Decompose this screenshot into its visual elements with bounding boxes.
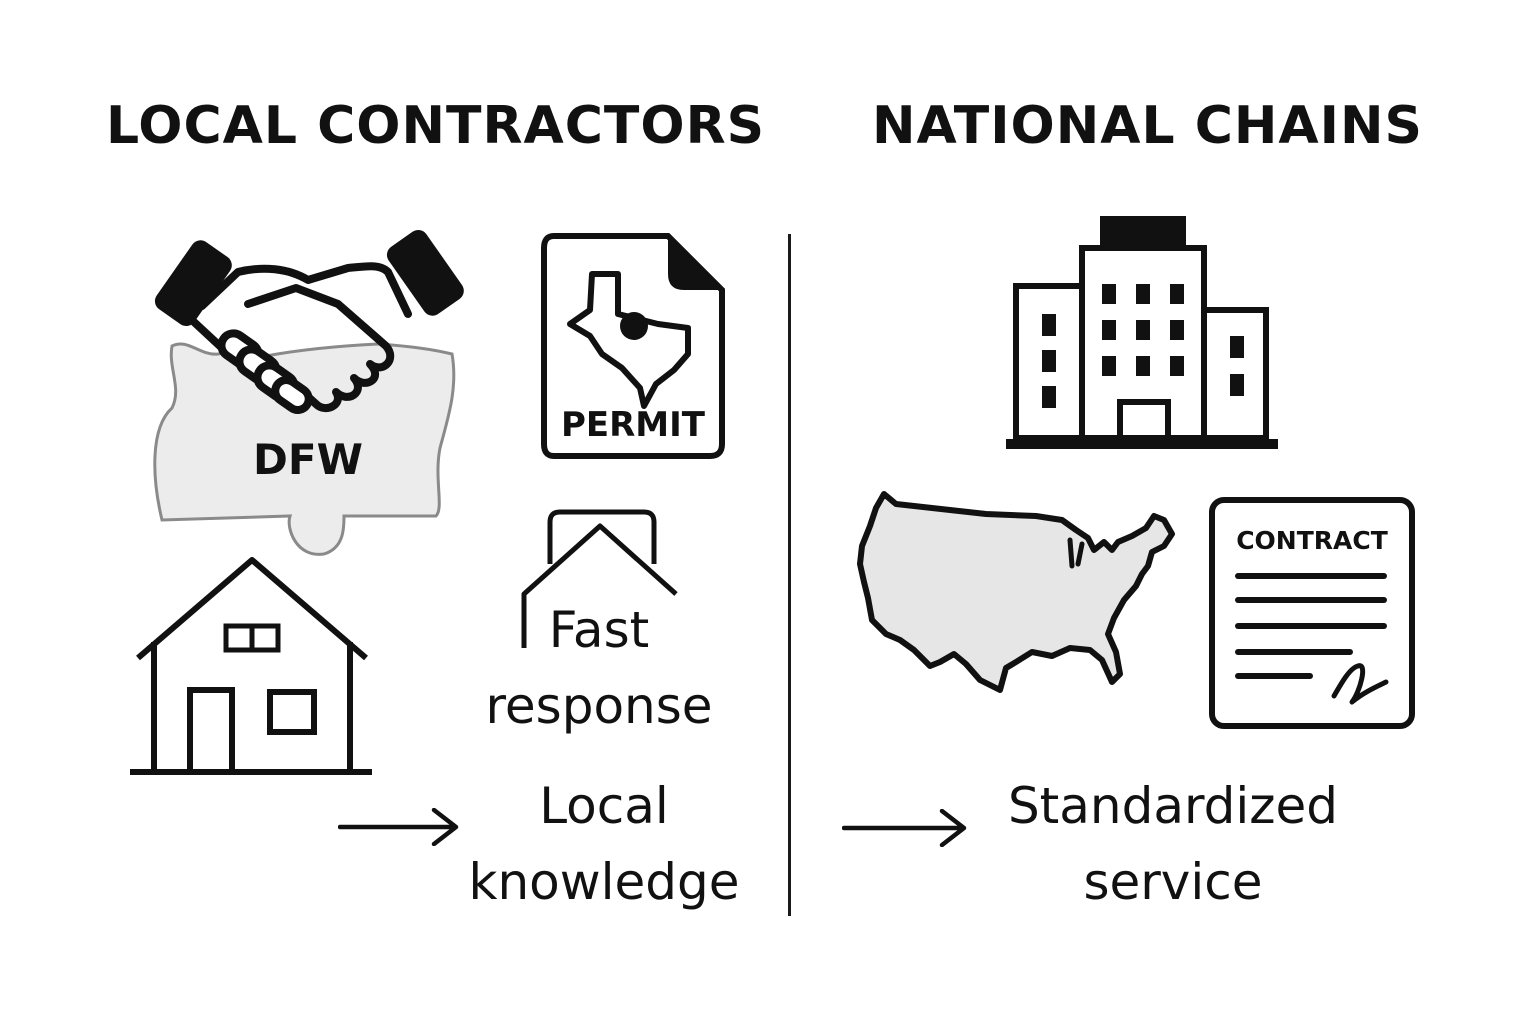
dfw-handshake-group: DFW [148,228,464,564]
local-contractors-title: LOCAL CONTRACTORS [106,96,766,156]
handshake-icon [154,229,464,415]
standardized-service-line1: Standardized [1007,777,1339,835]
home-outline-icon [520,508,680,648]
fast-response-line2: response [485,677,713,735]
column-divider [788,234,791,916]
fast-response-line1: Fast [548,601,650,659]
office-building-icon [1004,212,1280,450]
national-chains-title: NATIONAL CHAINS [872,96,1423,156]
local-knowledge-caption: Local knowledge [448,768,760,920]
house-icon [128,556,374,778]
local-knowledge-line2: knowledge [468,853,740,911]
standardized-service-caption: Standardized service [984,768,1362,920]
dfw-label: DFW [253,435,363,484]
signature-icon [1331,663,1389,705]
contract-document-icon: CONTRACT [1208,496,1416,732]
standardized-service-line2: service [1083,853,1263,911]
contract-label: CONTRACT [1236,526,1388,555]
arrow-right-icon [337,807,460,850]
permit-document-icon: PERMIT [540,232,726,462]
local-knowledge-line1: Local [539,777,669,835]
permit-label: PERMIT [561,405,706,445]
fast-response-caption: Fast response [460,592,738,744]
usa-map-icon [856,490,1182,694]
arrow-right-icon [841,808,968,851]
